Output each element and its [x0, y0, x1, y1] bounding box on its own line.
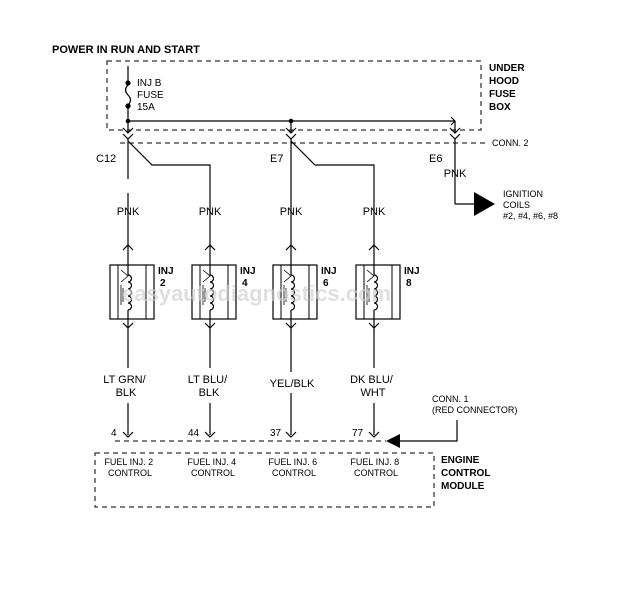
- ignition-coils-label: IGNITION COILS #2, #4, #6, #8: [503, 189, 558, 221]
- fuse-box-label: UNDER HOOD FUSE BOX: [489, 63, 527, 113]
- ignition-coils-label-line: COILS: [503, 200, 530, 210]
- conn1-label-line: (RED CONNECTOR): [432, 405, 517, 415]
- splice-dot: [125, 118, 131, 124]
- fuse-box-label-line: FUSE: [489, 89, 516, 100]
- coil-winding: [127, 274, 133, 311]
- injector-body: [355, 264, 401, 320]
- injector-4: PNK INJ 4 LT BLU/ BLK 44: [188, 206, 256, 439]
- pin-number: 77: [352, 428, 364, 439]
- injector-number: 6: [323, 278, 329, 289]
- fuse-box-label-line: BOX: [489, 102, 511, 113]
- ecm-control-label: FUEL INJ. 2 CONTROL: [104, 457, 155, 478]
- injector-number: 8: [406, 278, 412, 289]
- ignition-coils-label-line: #2, #4, #6, #8: [503, 211, 558, 221]
- diagram-title: POWER IN RUN AND START: [52, 44, 200, 56]
- watermark: easyautodiagnostics.com: [122, 281, 391, 306]
- injector-6: PNK INJ 6 YEL/BLK 37: [270, 206, 337, 439]
- pin-number: 4: [111, 428, 117, 439]
- fuse-label: INJ B FUSE 15A: [137, 78, 166, 113]
- injector-body: [109, 264, 155, 320]
- pin-number: 37: [270, 428, 282, 439]
- wire-color-top: PNK: [363, 206, 386, 218]
- connector-c12-label: C12: [96, 153, 116, 165]
- conn1-label: CONN. 1 (RED CONNECTOR): [432, 394, 517, 415]
- wire-color-top: PNK: [117, 206, 140, 218]
- conn2-label: CONN. 2: [492, 138, 529, 148]
- terminal-mark: [368, 431, 380, 438]
- connector-e6-label: E6: [429, 153, 442, 165]
- fuse-label-line: FUSE: [137, 90, 164, 101]
- ignition-wire-color: PNK: [444, 168, 467, 180]
- ecm-label-line: CONTROL: [441, 468, 490, 479]
- fuse-box-label-line: UNDER: [489, 63, 525, 74]
- coil-winding: [209, 274, 215, 311]
- ecm-label-line: ENGINE: [441, 455, 480, 466]
- conn1-arrow: [386, 434, 400, 448]
- ecm-label-line: MODULE: [441, 481, 485, 492]
- pin-number: 44: [188, 428, 200, 439]
- bus-end-mark: [450, 116, 456, 126]
- ecm-label: ENGINE CONTROL MODULE: [441, 455, 493, 492]
- wire-color-bottom: YEL/BLK: [270, 378, 315, 390]
- wire-color-bottom: LT GRN/ BLK: [103, 374, 148, 399]
- wire-color-bottom: DK BLU/ WHT: [350, 374, 396, 399]
- fuse-label-line: INJ B: [137, 78, 162, 89]
- injector-number: 4: [242, 278, 248, 289]
- wire-color-top: PNK: [199, 206, 222, 218]
- terminal-mark: [122, 431, 134, 438]
- ignition-coils-label-line: IGNITION: [503, 189, 543, 199]
- ignition-wire: [454, 139, 474, 205]
- injector-body: [191, 264, 237, 320]
- fuse-symbol: [124, 66, 132, 121]
- injector-8: PNK INJ 8 DK BLU/ WHT 77: [350, 206, 419, 439]
- injector-number: 2: [160, 278, 166, 289]
- wire-color-bottom: LT BLU/ BLK: [188, 374, 230, 399]
- conn1-leader: [400, 420, 458, 442]
- ignition-arrow: [474, 192, 495, 216]
- ecm-control-label: FUEL INJ. 8 CONTROL: [350, 457, 401, 478]
- injector-label: INJ: [240, 266, 256, 277]
- injector-body: [272, 264, 318, 320]
- injector-label: INJ: [321, 266, 337, 277]
- wire-color-top: PNK: [280, 206, 303, 218]
- splice-dot: [288, 118, 294, 124]
- injector-2: PNK INJ 2 LT GRN/ BLK 4: [103, 179, 174, 439]
- coil-winding: [373, 274, 379, 311]
- injector-label: INJ: [158, 266, 174, 277]
- ecm-control-label: FUEL INJ. 4 CONTROL: [187, 457, 238, 478]
- conn1-label-line: CONN. 1: [432, 394, 469, 404]
- fuse-box-label-line: HOOD: [489, 76, 519, 87]
- ecm-control-label: FUEL INJ. 6 CONTROL: [268, 457, 319, 478]
- connector-e7-label: E7: [270, 153, 283, 165]
- branch-wires: [127, 139, 375, 245]
- coil-winding: [290, 274, 296, 311]
- fuse-label-line: 15A: [137, 102, 155, 113]
- ecm-outline: [94, 452, 435, 508]
- terminal-mark: [204, 431, 216, 438]
- injector-label: INJ: [404, 266, 420, 277]
- terminal-mark: [285, 431, 297, 438]
